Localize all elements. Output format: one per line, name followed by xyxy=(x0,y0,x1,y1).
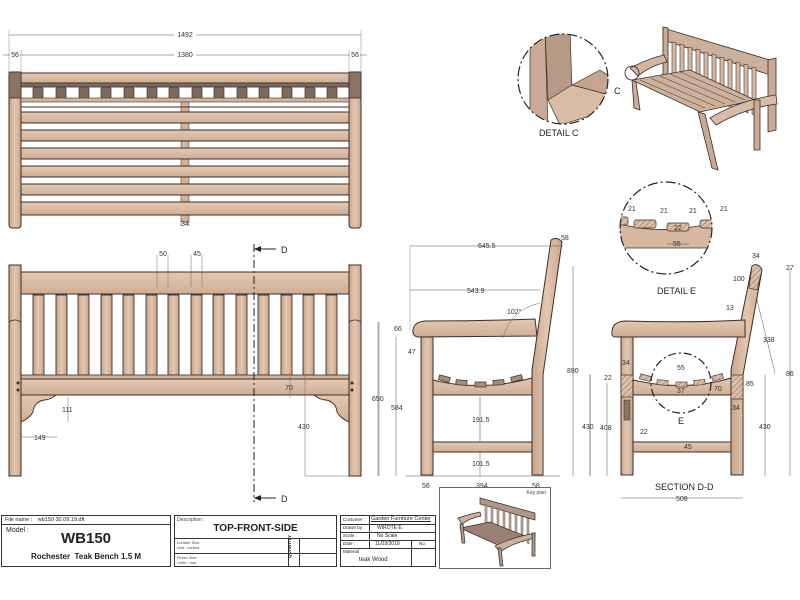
dim-section-stretcher: 45 xyxy=(684,444,692,451)
date-label: Date : xyxy=(343,541,356,546)
dim-detail-gap-3: 21 xyxy=(689,208,697,215)
dim-arm-thickness: 66 xyxy=(394,326,402,333)
dim-arm-depth: 543.9 xyxy=(467,288,485,295)
isometric-bench xyxy=(624,26,778,171)
dim-overall-depth: 645.5 xyxy=(478,243,496,250)
dim-section-slat: 55 xyxy=(677,365,685,372)
section-d-d: E 34 27 100 13 338 34 22 408 22 55 37 70… xyxy=(589,253,794,503)
drawn-by-value: WIROTE E. xyxy=(377,525,404,531)
key-plan-bench-icon xyxy=(457,497,536,567)
dim-front-leg: 56 xyxy=(422,483,430,490)
dim-slat-width: 50 xyxy=(159,251,167,258)
scale-value: No Scale xyxy=(377,533,398,539)
detail-e-marker: E xyxy=(678,416,684,426)
dim-center-slat: 34 xyxy=(181,221,189,228)
title-block-info: Customer : Garden Furniture Center Drawn… xyxy=(340,515,436,567)
scale-label: Scale : xyxy=(343,533,357,538)
dim-detail-gap-1: 21 xyxy=(628,206,636,213)
dim-stretcher-offset: 22 xyxy=(640,429,648,436)
dim-angle: 102° xyxy=(507,308,522,316)
description-label: Description : xyxy=(177,517,205,523)
no-label: No. xyxy=(419,541,427,546)
dim-bracket-width: 149 xyxy=(34,435,46,442)
dim-slat-gap: 45 xyxy=(193,251,201,258)
dim-detail-slat-width: 55 xyxy=(673,241,681,248)
dim-rear-rail: 70 xyxy=(714,386,722,393)
title-block-model: File name : wb150 30.09.19.dft Model : W… xyxy=(1,515,171,567)
dim-arm-overhang: 47 xyxy=(408,349,416,356)
front-view: 50 45 D D 70 111 149 430 xyxy=(8,244,379,504)
dim-apron: 70 xyxy=(285,385,293,392)
dim-seat-depth: 37 xyxy=(677,388,685,395)
model-label: Model : xyxy=(6,527,29,534)
dim-left-post: 56 xyxy=(11,52,19,59)
detail-e: 21 21 21 21 22 55 DETAIL E xyxy=(619,181,728,296)
dim-leg-spacing: 394 xyxy=(476,483,488,490)
dim-section-overall-height: 86 xyxy=(786,371,794,378)
dim-overall-height: 890 xyxy=(567,368,579,375)
lumber-size-label: Lumber Size xyxy=(177,540,200,545)
dim-seat-inner: 408 xyxy=(600,425,612,432)
drawn-by-label: Drawn by : xyxy=(343,525,365,530)
material-value: teak Wood xyxy=(359,557,388,563)
dim-overall-width: 1492 xyxy=(177,32,193,39)
side-view: 645.5 58 543.9 102° 66 47 650 584 890 19… xyxy=(372,235,594,490)
dim-arm-leg: 584 xyxy=(391,405,403,412)
section-marker-d-bottom: D xyxy=(281,494,288,504)
dim-stretcher-gap: 191.5 xyxy=(472,417,490,424)
dim-back-len: 338 xyxy=(763,337,775,344)
dim-front-leg-thick: 34 xyxy=(622,360,630,367)
dim-inner-width: 1380 xyxy=(177,52,193,59)
section-marker-d-top: D xyxy=(281,245,288,255)
dim-detail-gap-4: 21 xyxy=(720,206,728,213)
dim-bracket-height: 111 xyxy=(62,407,73,414)
dim-arm-total: 650 xyxy=(372,396,384,403)
file-name-label: File name : xyxy=(5,517,33,523)
dim-back-leg: 58 xyxy=(532,483,540,490)
dim-back-top: 100 xyxy=(733,276,745,283)
quantity-label: QUANTITY xyxy=(287,535,292,558)
finish-size-label: Finish Size xyxy=(177,555,197,560)
dim-section-top: 34 xyxy=(752,253,760,260)
description-value: TOP-FRONT-SIDE xyxy=(213,523,298,534)
top-view: 1492 56 1380 56 xyxy=(3,30,367,229)
dim-rail: 22 xyxy=(604,375,612,382)
lumber-unit: Unit : Inches xyxy=(177,545,200,550)
model-number: WB150 xyxy=(60,530,112,547)
dim-back-gap: 13 xyxy=(726,305,734,312)
file-name-row: File name : wb150 30.09.19.dft xyxy=(2,516,170,525)
dim-rear-height: 430 xyxy=(759,424,771,431)
dim-seat-height-side: 430 xyxy=(582,424,594,431)
title-block-description: Description : TOP-FRONT-SIDE Lumber Size… xyxy=(174,515,337,567)
customer-value: Garden Furniture Center xyxy=(371,516,431,522)
dim-stretcher-height: 101.5 xyxy=(472,461,490,468)
date-value: 11/03/2019 xyxy=(375,541,400,547)
product-name: Rochester Teak Bench 1.5 M xyxy=(30,552,142,561)
material-label: Material xyxy=(343,549,360,554)
dim-rear-leg: 34 xyxy=(732,405,740,412)
key-plan-label: Key plan xyxy=(526,490,546,496)
dim-top-depth: 58 xyxy=(561,235,569,242)
dim-right-post: 56 xyxy=(351,52,359,59)
dim-section-overall-depth: 508 xyxy=(676,496,688,503)
detail-c-marker: C xyxy=(614,86,621,96)
section-title: SECTION D-D xyxy=(655,482,714,492)
dim-detail-gap-2: 21 xyxy=(660,208,668,215)
detail-c: DETAIL C C xyxy=(517,33,621,138)
detail-e-title: DETAIL E xyxy=(657,286,696,296)
dim-detail-slat-thick: 22 xyxy=(674,225,682,232)
file-name-value: wb150 30.09.19.dft xyxy=(37,517,85,523)
customer-label: Customer : xyxy=(343,517,366,522)
finish-unit: Units : mm. xyxy=(177,560,198,565)
key-plan: Key plan xyxy=(439,487,551,569)
detail-c-title: DETAIL C xyxy=(539,128,579,138)
dim-seat-height: 430 xyxy=(298,424,310,431)
dim-rear-block: 85 xyxy=(746,381,754,388)
